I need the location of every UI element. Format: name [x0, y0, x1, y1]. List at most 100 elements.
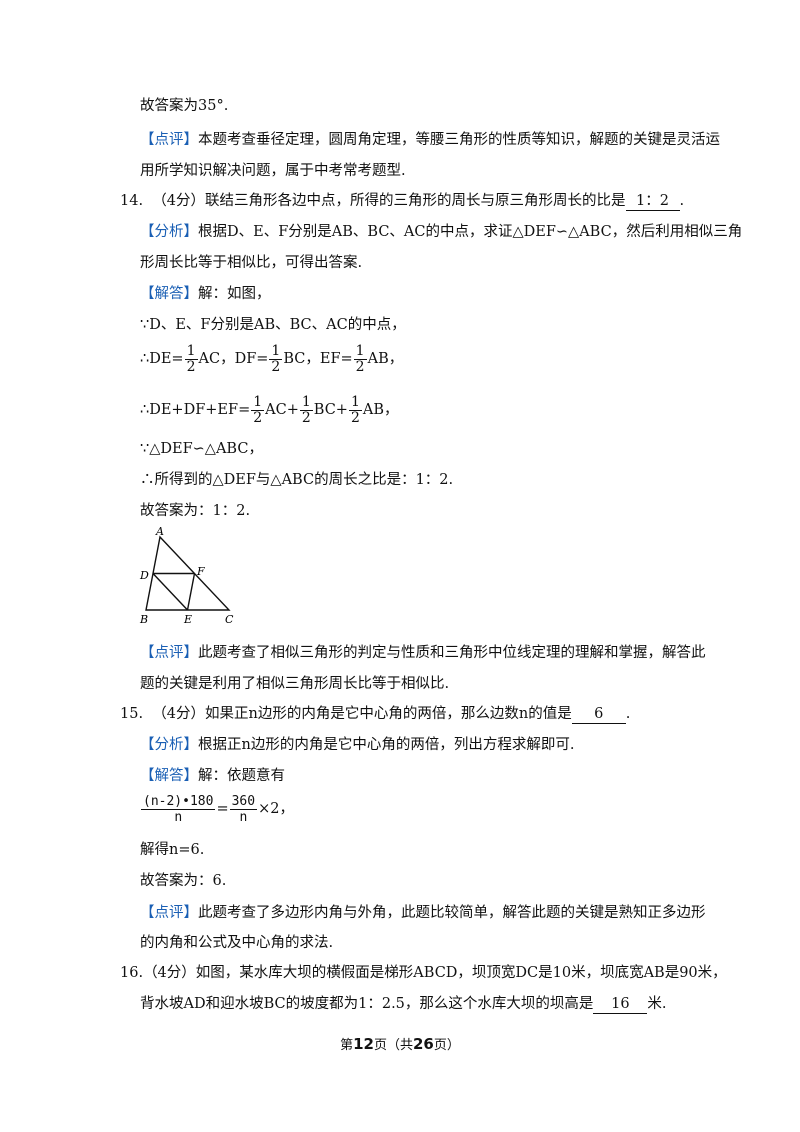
page-number: 12: [353, 1035, 374, 1053]
solution-14-final: 故答案为：1：2.: [140, 503, 251, 519]
frac-den: 2: [299, 409, 313, 426]
review-tag: 【点评】: [140, 645, 198, 661]
frac-num: 1: [301, 393, 311, 410]
footer-mid: 页（共: [373, 1038, 413, 1053]
review-14-line1: 【点评】此题考查了相似三角形的判定与性质和三角形中位线定理的理解和掌握，解答此: [140, 643, 706, 663]
review-14-line2: 题的关键是利用了相似三角形周长比等于相似比.: [140, 676, 450, 692]
solution-intro: 解：依题意有: [198, 768, 285, 784]
review-13-line2: 用所学知识解决问题，属于中考常考题型.: [140, 163, 406, 179]
solution-15-final: 故答案为：6.: [140, 873, 227, 889]
analysis-tag: 【分析】: [140, 737, 198, 753]
question-stem-tail: 米.: [647, 996, 667, 1012]
frac-den: 2: [353, 358, 367, 375]
review-15-line1: 【点评】此题考查了多边形内角与外角，此题比较简单，解答此题的关键是熟知正多边形: [140, 903, 706, 923]
analysis-15: 【分析】根据正n边形的内角是它中心角的两倍，列出方程求解即可.: [140, 735, 574, 755]
frac-num: 1: [350, 393, 360, 410]
review-text: 此题考查了多边形内角与外角，此题比较简单，解答此题的关键是熟知正多边形: [198, 905, 706, 921]
equation-tail: ×2，: [258, 801, 294, 817]
step2-c: AB，: [367, 351, 404, 367]
label-f: F: [196, 565, 205, 578]
frac-num: 360: [231, 793, 256, 809]
answer-line-13: 故答案为35°.: [140, 98, 229, 114]
solution-14-step1: ∵D、E、F分别是AB、BC、AC的中点，: [140, 317, 406, 333]
step3-prefix: ∴DE+DF+EF=: [140, 402, 251, 418]
solution-15-intro: 【解答】解：依题意有: [140, 766, 285, 786]
solution-tag: 【解答】: [140, 768, 198, 784]
footer-pre: 第: [340, 1038, 354, 1053]
label-b: B: [139, 613, 148, 626]
frac-num: 1: [253, 393, 263, 410]
step3-a: AC+: [265, 402, 299, 418]
footer-post: 页）: [433, 1038, 460, 1053]
frac-den: 2: [269, 358, 283, 375]
question-score: （4分）: [143, 965, 196, 981]
solution-14-intro: 【解答】解：如图，: [140, 284, 271, 304]
question-score: （4分）: [152, 706, 206, 722]
answer-blank: 1：2: [625, 192, 680, 211]
page-footer: 第12页（共26页）: [0, 1034, 800, 1053]
answer-blank: 16: [593, 995, 648, 1014]
frac-num: (n-2)•180: [143, 793, 214, 809]
question-stem: 背水坡AD和迎水坡BC的坡度都为1：2.5，那么这个水库大坝的坝高是: [140, 996, 594, 1012]
frac-den: 2: [251, 409, 265, 426]
solution-intro: 解：如图，: [198, 286, 271, 302]
label-d: D: [139, 569, 149, 582]
frac-den: 2: [348, 409, 362, 426]
step2-prefix: ∴DE=: [140, 351, 184, 367]
total-pages: 26: [413, 1035, 434, 1053]
solution-14-step4: ∵△DEF∽△ABC，: [140, 441, 263, 457]
step3-b: BC+: [313, 402, 348, 418]
review-15-line2: 的内角和公式及中心角的求法.: [140, 935, 334, 951]
question-number: 15.: [120, 706, 144, 722]
question-number: 16.: [120, 965, 144, 981]
frac-den: n: [229, 808, 258, 825]
question-stem: 联结三角形各边中点，所得的三角形的周长与原三角形周长的比是: [205, 193, 626, 209]
segment-ef: [186, 573, 196, 611]
label-e: E: [183, 613, 192, 626]
step2-b: BC，EF=: [283, 351, 353, 367]
answer-blank: 6: [571, 705, 626, 724]
step3-c: AB，: [362, 402, 399, 418]
question-number: 14.: [120, 193, 144, 209]
question-stem: 如果正n边形的内角是它中心角的两倍，那么边数n的值是: [205, 706, 572, 722]
step2-a: AC，DF=: [198, 351, 269, 367]
solution-tag: 【解答】: [140, 286, 198, 302]
frac-num: 1: [186, 342, 196, 359]
label-c: C: [225, 613, 234, 626]
question-16-line1: 16.（4分）如图，某水库大坝的横假面是梯形ABCD，坝顶宽DC是10米，坝底宽…: [120, 963, 727, 983]
review-tag: 【点评】: [140, 905, 198, 921]
analysis-tag: 【分析】: [140, 224, 198, 240]
review-13-line1: 【点评】本题考查垂径定理，圆周角定理，等腰三角形的性质等知识，解题的关键是灵活运: [140, 130, 720, 150]
equals-sign: =: [216, 801, 229, 817]
analysis-text: 根据正n边形的内角是它中心角的两倍，列出方程求解即可.: [198, 737, 575, 753]
question-score: （4分）: [152, 193, 206, 209]
frac-den: n: [141, 808, 216, 825]
frac-num: 1: [355, 342, 365, 359]
review-text: 本题考查垂径定理，圆周角定理，等腰三角形的性质等知识，解题的关键是灵活运: [198, 132, 720, 148]
analysis-text: 根据D、E、F分别是AB、BC、AC的中点，求证△DEF∽△ABC，然后利用相似…: [198, 224, 743, 240]
label-a: A: [155, 525, 164, 538]
analysis-14-line1: 【分析】根据D、E、F分别是AB、BC、AC的中点，求证△DEF∽△ABC，然后…: [140, 222, 742, 242]
solution-14-step5: ∴所得到的△DEF与△ABC的周长之比是：1：2.: [140, 472, 454, 488]
review-text: 此题考查了相似三角形的判定与性质和三角形中位线定理的理解和掌握，解答此: [198, 645, 706, 661]
triangle-figure: A D F B E C: [139, 525, 234, 626]
frac-den: 2: [184, 358, 198, 375]
solution-15-solve: 解得n=6.: [140, 842, 205, 858]
analysis-14-line2: 形周长比等于相似比，可得出答案.: [140, 255, 363, 271]
segment-de: [152, 573, 189, 611]
frac-num: 1: [271, 342, 281, 359]
